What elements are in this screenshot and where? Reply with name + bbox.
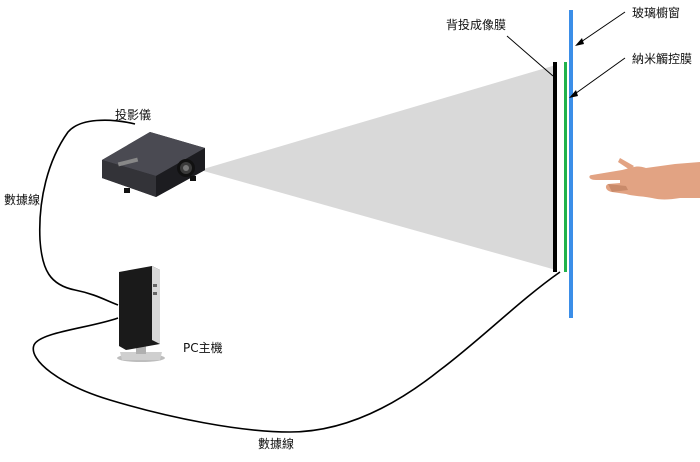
- projector-icon: [102, 132, 205, 197]
- arrowhead-touch-film: [569, 90, 578, 98]
- cable-projector-pc: [38, 119, 136, 306]
- label-touch-film: 納米觸控膜: [632, 51, 692, 66]
- cable-pc-screen: [32, 271, 561, 433]
- glass-window: [569, 10, 573, 318]
- label-cable-left: 數據線: [4, 192, 40, 207]
- leader-touch-film: [571, 57, 626, 97]
- label-projector: 投影儀: [115, 107, 151, 122]
- leader-rear-film: [506, 35, 554, 77]
- pc-tower-icon: [117, 266, 165, 362]
- arrowhead-glass-window: [575, 38, 584, 46]
- label-cable-bottom: 數據線: [258, 436, 294, 451]
- label-rear-film: 背投成像膜: [446, 17, 506, 32]
- leader-glass-window: [577, 11, 626, 45]
- label-pc: PC主機: [183, 340, 223, 355]
- rear-projection-film: [553, 62, 557, 272]
- nano-touch-film: [564, 62, 567, 272]
- pointing-hand-icon: [589, 158, 700, 200]
- label-glass-window: 玻璃櫥窗: [632, 5, 680, 20]
- projection-beam: [200, 65, 556, 270]
